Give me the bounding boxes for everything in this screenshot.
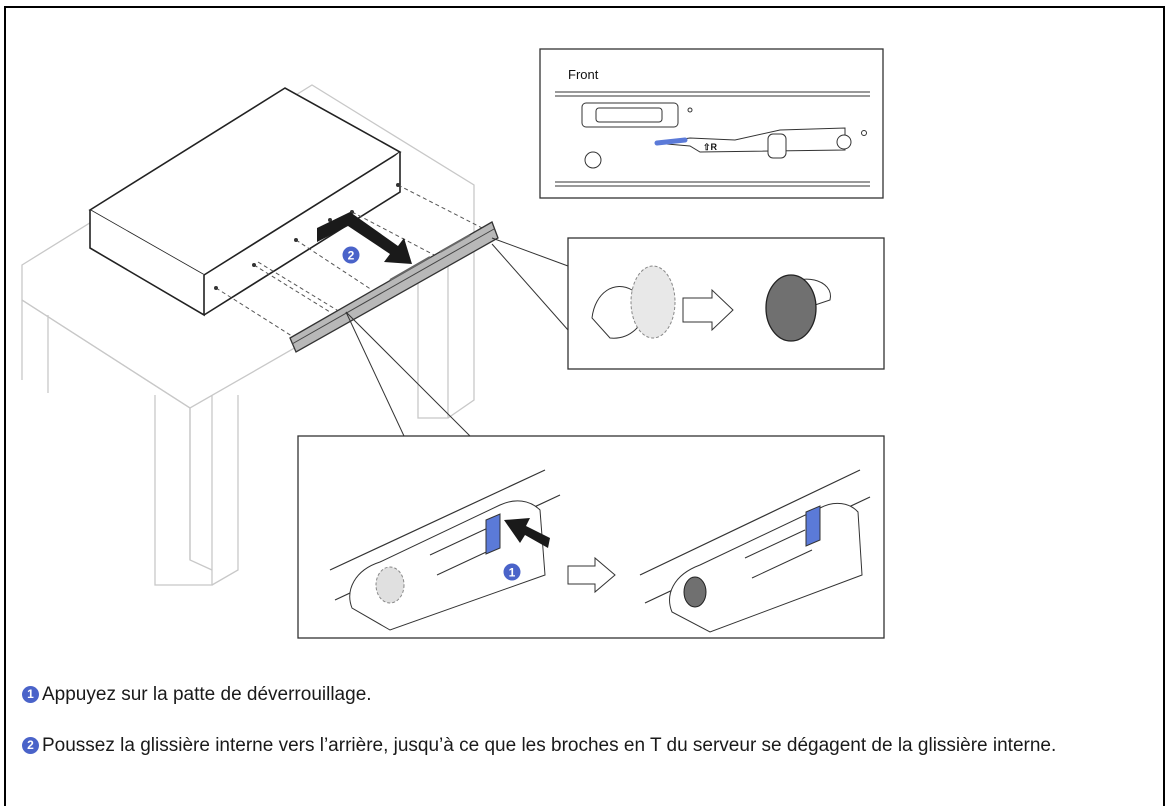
step-2-badge: 2 [22,737,39,754]
rail-mark: ⇧R [703,142,718,152]
callout-badge-2 [342,246,360,264]
table [21,84,475,586]
front-label: Front [568,67,599,82]
callout-1-label: 1 [509,566,516,580]
push-arrow [317,212,412,264]
release-tab-inset: 1 [297,435,885,639]
step-1-text: Appuyez sur la patte de déverrouillage. [42,684,372,705]
inner-rail [289,221,499,353]
step-2-text: Poussez la glissière interne vers l’arri… [42,735,1057,756]
callout-badge-1 [503,563,521,581]
figure-frame [4,6,1165,806]
callout-2-label: 2 [348,249,355,263]
installation-diagram: 2 Front ⇧R 1 [21,48,885,639]
step-1-badge: 1 [22,686,39,703]
server-chassis [88,87,402,317]
leader-lines [345,237,569,437]
t-pins [214,183,491,339]
pin-detail-inset [567,237,885,370]
front-inset: Front ⇧R [539,48,884,199]
